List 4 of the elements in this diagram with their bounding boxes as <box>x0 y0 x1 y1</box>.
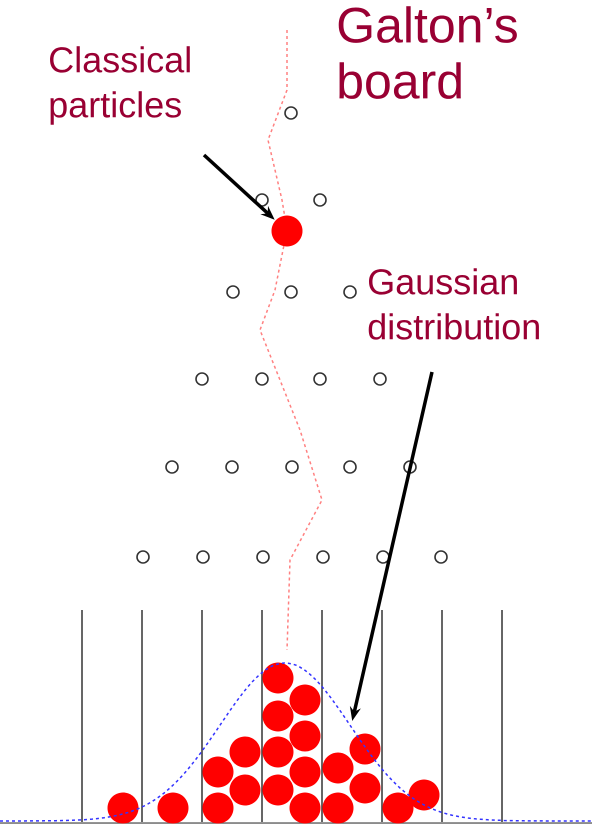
text-label: Gaussian distribution <box>368 268 539 340</box>
title: Galton’s board <box>338 6 517 99</box>
falling-ball <box>272 216 302 246</box>
text-label: Classical particles <box>50 46 190 125</box>
